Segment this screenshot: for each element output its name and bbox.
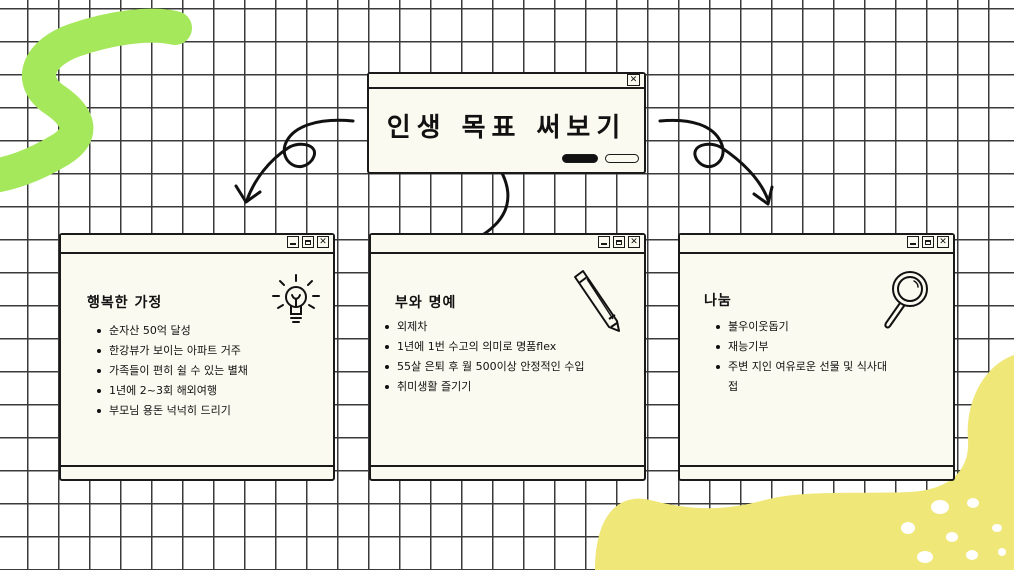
list-item: 한강뷰가 보이는 아파트 거주 bbox=[95, 341, 248, 361]
list-item: 주변 지인 여유로운 선물 및 식사대접 bbox=[714, 357, 894, 397]
dark-pill-button[interactable] bbox=[562, 154, 598, 163]
card-item-list: 순자산 50억 달성 한강뷰가 보이는 아파트 거주 가족들이 편히 쉴 수 있… bbox=[95, 321, 248, 421]
card-footer bbox=[61, 465, 333, 479]
list-item: 외제차 bbox=[383, 317, 585, 337]
card-happy-family: ✕ 행복한 가정 순자산 50억 달성 한강뷰가 보이는 아파트 거주 가족들이… bbox=[59, 233, 335, 481]
light-pill-button[interactable] bbox=[605, 154, 639, 163]
list-item: 순자산 50억 달성 bbox=[95, 321, 248, 341]
minimize-icon[interactable] bbox=[287, 236, 299, 248]
card-wealth-honor: ✕ 부와 명예 외제차 1년에 1번 수고의 의미로 명품flex 55살 은퇴… bbox=[369, 233, 646, 481]
list-item: 1년에 1번 수고의 의미로 명품flex bbox=[383, 337, 585, 357]
card-footer bbox=[371, 465, 644, 479]
list-item: 1년에 2~3회 해외여행 bbox=[95, 381, 248, 401]
card-titlebar: ✕ bbox=[680, 235, 953, 254]
list-item: 55살 은퇴 후 월 500이상 안정적인 수입 bbox=[383, 357, 585, 377]
card-footer bbox=[680, 465, 953, 479]
yellow-blob-shape bbox=[595, 355, 1014, 570]
close-icon[interactable]: ✕ bbox=[627, 74, 640, 86]
lightbulb-icon bbox=[272, 274, 320, 323]
maximize-icon[interactable] bbox=[613, 236, 625, 248]
card-titlebar: ✕ bbox=[371, 235, 644, 254]
list-item: 부모님 용돈 넉넉히 드리기 bbox=[95, 401, 248, 421]
blob-dots bbox=[901, 498, 1006, 563]
card-sharing: ✕ 나눔 불우이웃돕기 재능기부 주변 지인 여유로운 선물 및 식사대접 bbox=[678, 233, 955, 481]
card-title: 부와 명예 bbox=[395, 295, 457, 311]
list-item: 불우이웃돕기 bbox=[714, 317, 894, 337]
list-item: 재능기부 bbox=[714, 337, 894, 357]
card-title: 행복한 가정 bbox=[87, 295, 163, 311]
pencil-icon bbox=[574, 270, 620, 332]
green-squiggle-shape bbox=[0, 8, 192, 193]
arrow-right bbox=[658, 118, 774, 206]
list-item: 취미생활 즐기기 bbox=[383, 377, 585, 397]
page-title: 인생 목표 써보기 bbox=[386, 113, 627, 143]
card-item-list: 외제차 1년에 1번 수고의 의미로 명품flex 55살 은퇴 후 월 500… bbox=[383, 317, 585, 397]
magnifier-icon bbox=[884, 271, 928, 329]
minimize-icon[interactable] bbox=[598, 236, 610, 248]
card-item-list: 불우이웃돕기 재능기부 주변 지인 여유로운 선물 및 식사대접 bbox=[714, 317, 894, 397]
arrow-left bbox=[234, 118, 355, 204]
main-title-window: ✕ 인생 목표 써보기 bbox=[367, 72, 646, 174]
card-titlebar: ✕ bbox=[61, 235, 333, 254]
minimize-icon[interactable] bbox=[907, 236, 919, 248]
card-title: 나눔 bbox=[704, 293, 732, 309]
close-icon[interactable]: ✕ bbox=[628, 236, 640, 248]
main-window-titlebar: ✕ bbox=[369, 74, 644, 89]
maximize-icon[interactable] bbox=[922, 236, 934, 248]
maximize-icon[interactable] bbox=[302, 236, 314, 248]
list-item: 가족들이 편히 쉴 수 있는 별채 bbox=[95, 361, 248, 381]
close-icon[interactable]: ✕ bbox=[937, 236, 949, 248]
close-icon[interactable]: ✕ bbox=[317, 236, 329, 248]
